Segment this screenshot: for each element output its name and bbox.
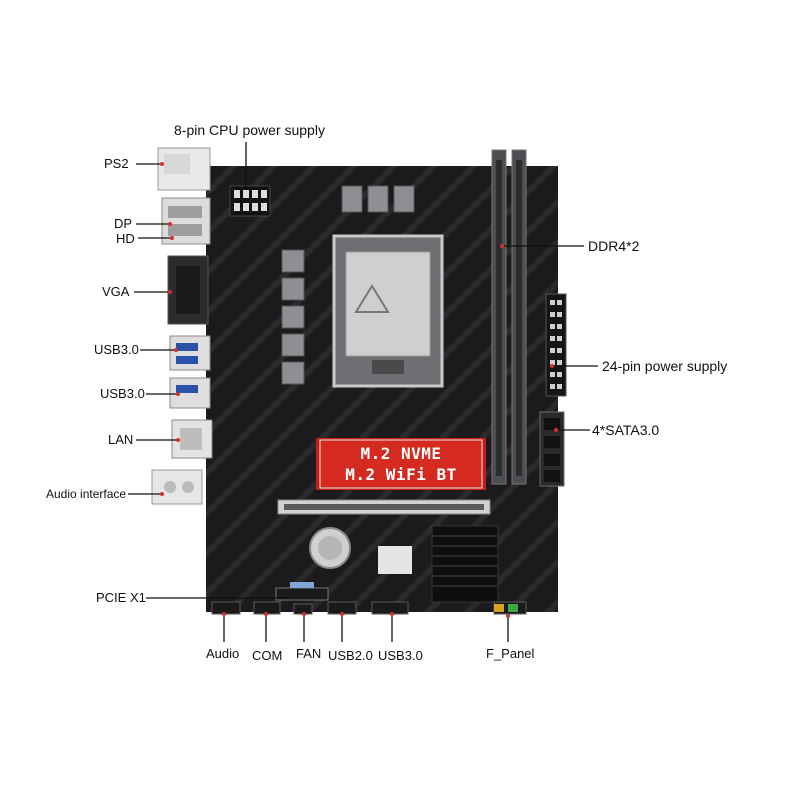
- label-pcie-x1: PCIE X1: [96, 590, 146, 605]
- power-24pin-connector: [545, 293, 567, 397]
- usb30-port-a: [169, 335, 211, 371]
- audio-jack: [151, 469, 203, 505]
- label-usb30-b: USB3.0: [100, 386, 145, 401]
- label-f-panel: F_Panel: [486, 646, 535, 661]
- m2-badge-line2: M.2 WiFi BT: [345, 465, 457, 484]
- label-audio-header: Audio: [206, 646, 240, 661]
- label-ddr4: DDR4*2: [588, 238, 640, 254]
- leader-endpoints: [160, 162, 558, 618]
- dp-hdmi-port: [161, 197, 211, 245]
- label-cpu-power: 8-pin CPU power supply: [174, 122, 325, 138]
- label-24pin-power: 24-pin power supply: [602, 358, 728, 374]
- label-dp: DP: [114, 216, 133, 231]
- cpu-socket-cover: [345, 251, 431, 357]
- m2-badge: [319, 439, 483, 489]
- label-lan: LAN: [108, 432, 134, 447]
- vrm-chokes: [281, 185, 415, 385]
- label-hd: HD: [116, 231, 135, 246]
- label-fan: FAN: [296, 646, 322, 661]
- label-com: COM: [252, 648, 283, 663]
- label-ps2: PS2: [104, 156, 129, 171]
- m2-badge-line1: M.2 NVME: [360, 444, 442, 463]
- label-usb20: USB2.0: [328, 648, 373, 663]
- label-usb30-header: USB3.0: [378, 648, 423, 663]
- chip-label: [378, 546, 412, 574]
- label-audio-interface: Audio interface: [46, 487, 127, 501]
- label-vga: VGA: [102, 284, 130, 299]
- label-usb30-a: USB3.0: [94, 342, 139, 357]
- chipset-heatsink: [431, 525, 499, 603]
- label-sata: 4*SATA3.0: [592, 422, 660, 438]
- leader-lines: [128, 142, 598, 642]
